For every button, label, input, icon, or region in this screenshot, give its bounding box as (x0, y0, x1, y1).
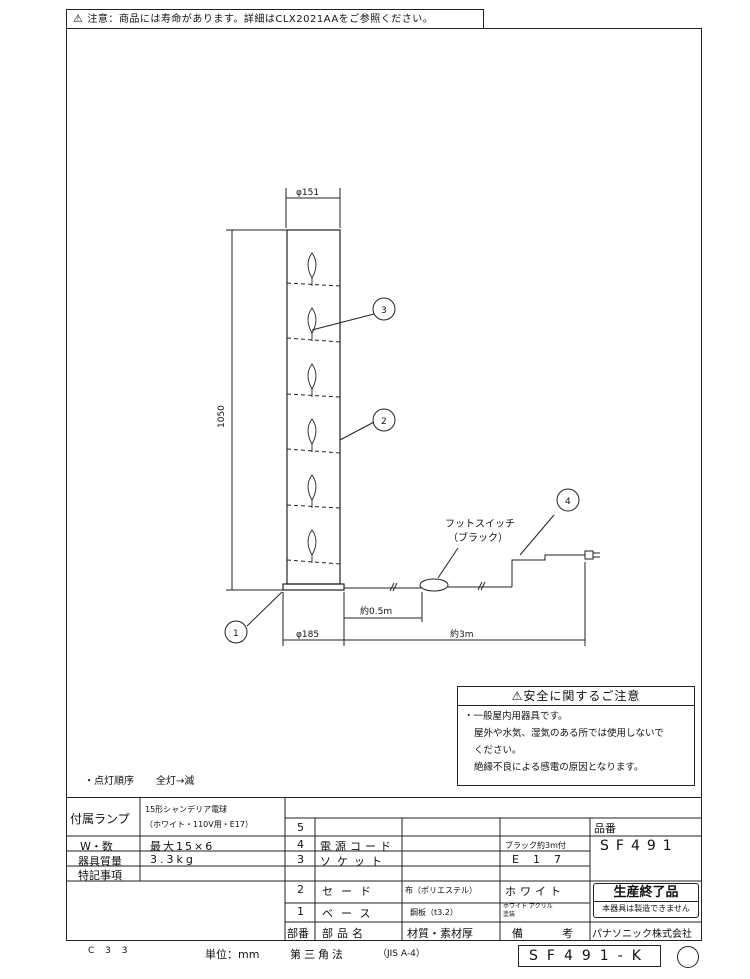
header-finish: 備 (512, 927, 523, 940)
company-name: パナソニック株式会社 (592, 929, 692, 940)
part-finish: E17 (512, 853, 575, 866)
discontinued-stamp: 生産終了品 本器具は製造できません (593, 883, 699, 918)
title-block (66, 797, 702, 941)
footer-projection: 第三角法 (290, 948, 346, 961)
header-name: 部品名 (322, 927, 367, 940)
notes-label: 特記事項 (78, 869, 122, 882)
safety-line: ・一般屋内用器具です。 (464, 711, 568, 722)
balloon-2: 2 (381, 417, 387, 427)
warning-icon: ⚠ (73, 12, 84, 25)
lamp-value-2: （ホワイト・110V用・E17） (145, 820, 253, 829)
part-name: ソケット (320, 855, 388, 868)
foot-switch-color: （ブラック） (448, 531, 508, 544)
part-no: 4 (297, 838, 304, 851)
header-no: 部番 (287, 927, 309, 940)
part-no: 3 (297, 853, 304, 866)
balloon-3: 3 (381, 306, 387, 316)
part-name: セード (322, 885, 379, 898)
lighting-order: ・点灯順序 全灯→滅 (84, 772, 216, 787)
discontinued-text: 生産終了品 (594, 884, 698, 902)
part-no: 5 (297, 821, 304, 834)
dim-top: φ151 (296, 188, 319, 198)
weight-label: 器具質量 (78, 855, 122, 868)
header-note: 考 (562, 927, 573, 940)
product-number: SF491 (600, 838, 679, 854)
foot-switch-label: フットスイッチ (445, 518, 515, 530)
part-name: 電源コード (320, 840, 395, 853)
part-no: 1 (297, 905, 304, 918)
weight-value: 3.3kg (150, 853, 196, 866)
safety-title: 安全に関するご注意 (523, 689, 641, 703)
lamp-label: 付属ランプ (70, 812, 130, 826)
part-name: ベース (322, 907, 379, 920)
revision-circle (677, 946, 699, 968)
dim-base: φ185 (296, 630, 319, 640)
notice-banner: ⚠注意：商品には寿命があります。詳細はCLX2021AAをご参照ください。 (66, 9, 484, 29)
safety-line: 屋外や水気、湿気のある所では使用しないで (474, 728, 664, 739)
watt-label: W・数 (80, 840, 113, 853)
part-finish: ホワイト アクリル塗装 (503, 903, 553, 918)
safety-notice: ⚠安全に関するご注意 ・一般屋内用器具です。 屋外や水気、湿気のある所では使用し… (457, 686, 695, 786)
lamp-value-1: 15形シャンデリア電球 (145, 805, 228, 814)
part-finish: ブラック約3m付 (505, 841, 566, 850)
header-material: 材質・素材厚 (407, 927, 473, 940)
dim-cord1: 約0.5m (360, 605, 392, 617)
drawing-number: SF491-K (518, 945, 661, 967)
notice-text: 注意：商品には寿命があります。詳細はCLX2021AAをご参照ください。 (87, 14, 434, 25)
part-no: 2 (297, 883, 304, 896)
lighting-order-label: ・点灯順序 (84, 776, 134, 787)
discontinued-sub: 本器具は製造できません (602, 904, 690, 913)
part-finish: ホワイト (505, 885, 565, 898)
footer-code: C 3 3 (88, 946, 132, 956)
footer-standard: （JIS A-4） (378, 949, 425, 959)
footer-unit: 単位：mm (205, 948, 260, 961)
warning-icon: ⚠ (511, 689, 524, 703)
part-material: 布（ポリエステル） (405, 886, 477, 895)
watt-value: 最大15×6 (150, 840, 215, 853)
balloon-4: 4 (565, 497, 571, 507)
safety-line: 絶縁不良による感電の原因となります。 (474, 762, 644, 773)
balloon-1: 1 (233, 629, 239, 639)
safety-line: ください。 (474, 745, 522, 756)
part-material: 鋼板（t3.2） (410, 908, 458, 917)
dim-height: 1050 (217, 405, 227, 428)
lighting-order-value: 全灯→滅 (156, 776, 195, 787)
product-label: 品番 (594, 822, 616, 835)
dim-cord2: 約3m (450, 628, 474, 640)
